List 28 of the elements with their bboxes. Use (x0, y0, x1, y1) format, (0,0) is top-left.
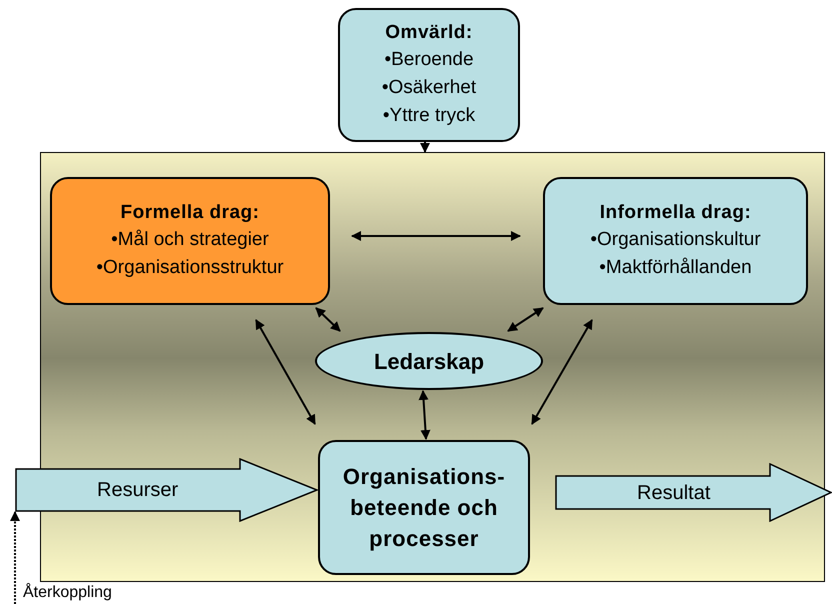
node-title: Formella drag: (120, 201, 260, 225)
arrow (315, 307, 341, 332)
bullet-item: •Maktförhållanden (599, 256, 752, 280)
gradient-panel (40, 152, 825, 582)
bullet-item: •Osäkerhet (382, 76, 476, 100)
arrow-label: Resurser (97, 478, 178, 503)
arrow (418, 390, 430, 440)
bullet-item: •Mål och strategier (111, 228, 269, 252)
node-title: Omvärld: (385, 21, 473, 45)
arrow (351, 231, 521, 241)
node-title: Ledarskap (374, 348, 484, 376)
arrow (255, 319, 316, 425)
rounded-box (543, 177, 808, 305)
arrow-label: Resultat (637, 480, 710, 506)
arrow (531, 319, 593, 425)
block-arrow (15, 458, 318, 522)
arrow (507, 307, 544, 332)
rounded-box (50, 177, 330, 305)
bullet-item: •Beroende (384, 48, 474, 72)
node-title: Organisations- beteende och processer (342, 463, 506, 553)
bullet-item: •Yttre tryck (382, 104, 476, 128)
node-title: Informella drag: (600, 201, 752, 225)
rounded-box (318, 440, 530, 575)
bullet-item: •Organisationskultur (590, 228, 761, 252)
bullet-item: •Organisationsstruktur (96, 256, 284, 280)
arrow (420, 142, 430, 153)
rounded-box (338, 8, 520, 142)
dotted-arrow (10, 511, 20, 604)
